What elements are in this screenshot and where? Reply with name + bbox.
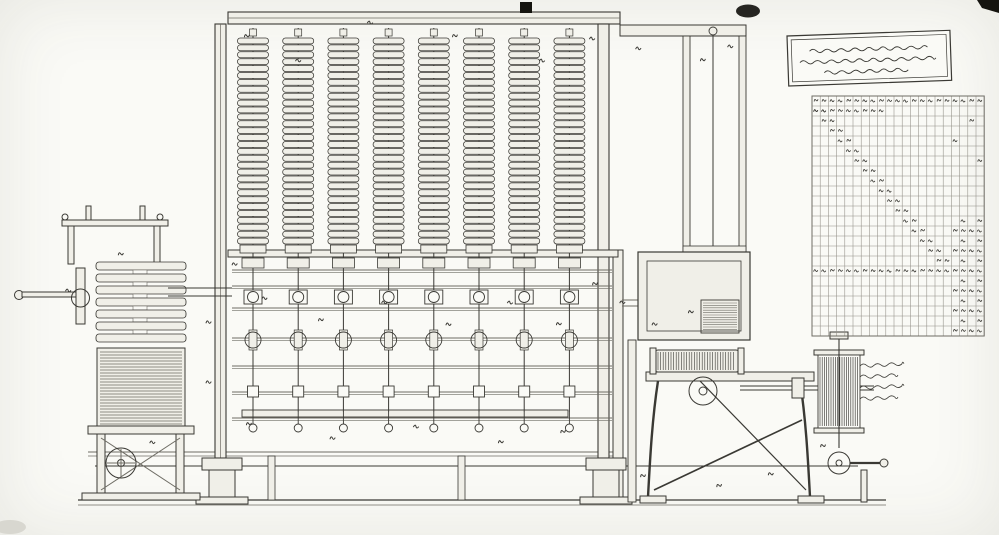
crank-gear bbox=[827, 451, 851, 475]
pulley-hatch bbox=[819, 357, 858, 426]
crank-handle bbox=[21, 291, 79, 298]
rod-finial bbox=[708, 26, 718, 36]
cartouche-handwriting bbox=[799, 45, 937, 75]
mid-mechanism bbox=[232, 257, 612, 433]
register-drum bbox=[96, 347, 186, 427]
drive-pulley bbox=[813, 331, 905, 503]
title-cartouche bbox=[786, 29, 953, 87]
drum-hatch bbox=[100, 351, 182, 425]
grate-hatch bbox=[703, 302, 737, 330]
handwritten-notes bbox=[859, 361, 905, 401]
left-apparatus bbox=[14, 205, 232, 501]
barrel-hatch bbox=[657, 352, 734, 370]
plate-stack bbox=[95, 261, 187, 343]
finial bbox=[520, 2, 532, 13]
computation-grid-table bbox=[811, 95, 985, 337]
bearing-block bbox=[791, 377, 805, 399]
grate bbox=[700, 299, 740, 334]
output-box bbox=[637, 251, 751, 341]
table-gear bbox=[688, 376, 718, 406]
figure-wheel-columns bbox=[237, 28, 586, 258]
small-flywheel bbox=[105, 447, 137, 479]
reference-marks bbox=[65, 20, 826, 488]
